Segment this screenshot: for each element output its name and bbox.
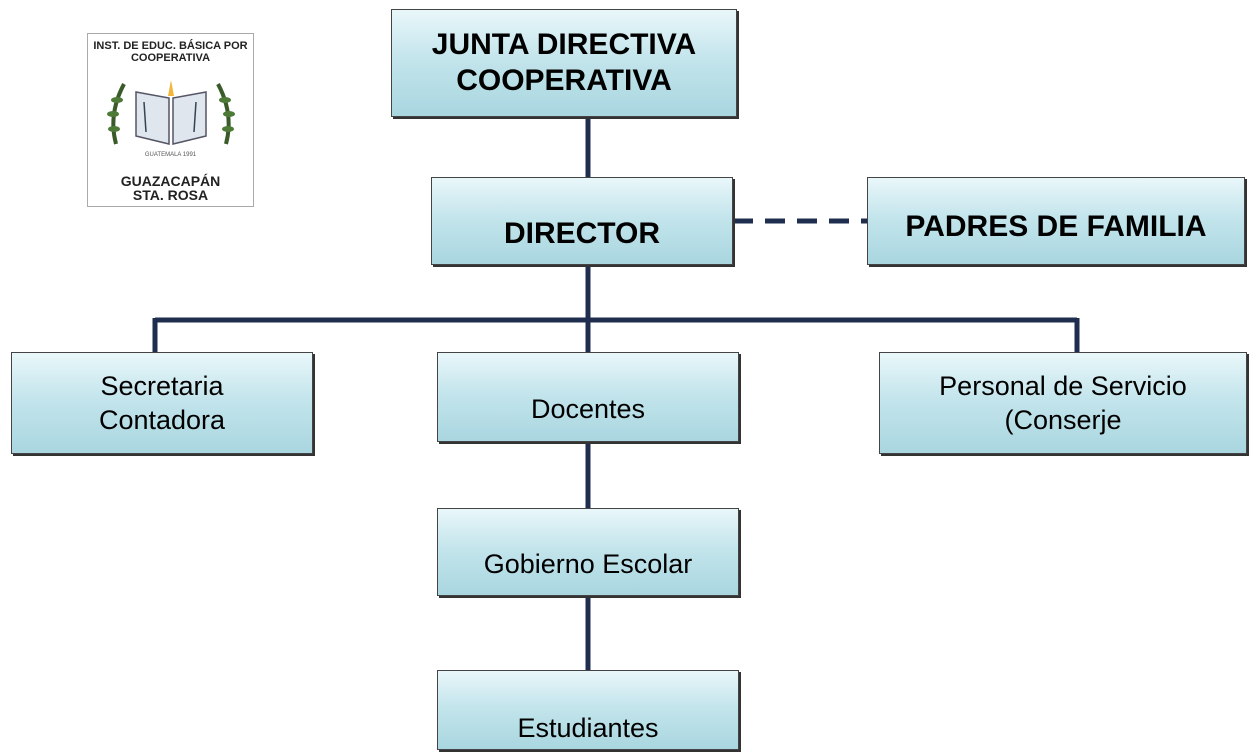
logo-bottom-line1: GUAZACAPÁN [120, 173, 221, 189]
logo-year-text: GUATEMALA 1991 [144, 152, 197, 158]
estudiantes-label: Estudiantes [517, 713, 659, 743]
node-estudiantes: Estudiantes [437, 670, 739, 750]
director-label: DIRECTOR [503, 217, 661, 250]
node-gobierno-escolar: Gobierno Escolar [437, 508, 739, 596]
docentes-label: Docentes [530, 394, 646, 424]
node-secretaria-contadora: Secretaria Contadora [11, 352, 313, 454]
book-laurel-emblem-icon [107, 80, 235, 145]
logo-top-text: INST. DE EDUC. BÁSICA POR COOPERATIVA [93, 40, 248, 64]
node-director: DIRECTOR [431, 177, 733, 265]
junta-line2: COOPERATIVA [456, 64, 672, 97]
gobierno-label: Gobierno Escolar [483, 549, 693, 579]
padres-label: PADRES DE FAMILIA [905, 210, 1207, 243]
personal-line2: (Conserje [1004, 405, 1122, 435]
node-junta-directiva: JUNTA DIRECTIVA COOPERATIVA [391, 9, 737, 117]
junta-line1: JUNTA DIRECTIVA [431, 28, 697, 61]
secretaria-line2: Contadora [98, 405, 226, 435]
logo-bottom-line2: STA. ROSA [132, 187, 209, 203]
node-padres-de-familia: PADRES DE FAMILIA [867, 177, 1245, 265]
node-docentes: Docentes [437, 352, 739, 442]
secretaria-line1: Secretaria [100, 371, 224, 401]
school-logo: INST. DE EDUC. BÁSICA POR COOPERATIVA GU… [87, 33, 254, 207]
personal-line1: Personal de Servicio [939, 371, 1187, 401]
logo-bottom-text: GUAZACAPÁN STA. ROSA [88, 174, 253, 202]
node-personal-de-servicio: Personal de Servicio (Conserje [879, 352, 1247, 454]
